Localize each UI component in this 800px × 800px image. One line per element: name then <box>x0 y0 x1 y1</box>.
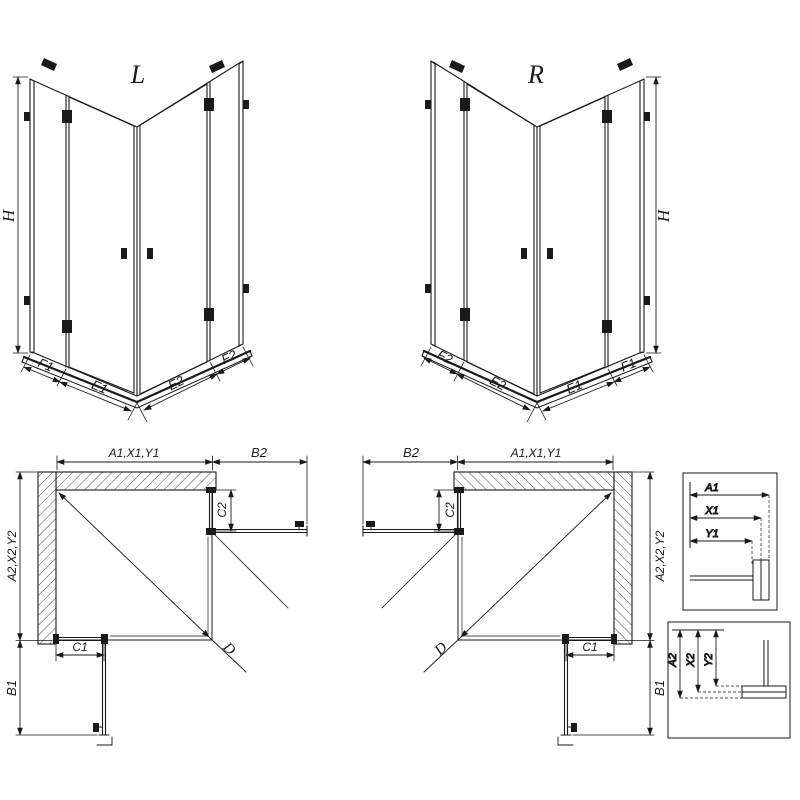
dim-label-c1-left: C1 <box>72 640 87 654</box>
model-label-right: R <box>527 60 544 89</box>
dim-label-c2-right: C2 <box>443 502 457 518</box>
dim-label-f2-right: F2 <box>435 347 456 367</box>
dim-label-e1-right: E1 <box>564 377 584 397</box>
detail-panel-horizontal-adjustment: A1 X1 Y1 <box>682 472 778 611</box>
dim-label-e2-right: E2 <box>488 373 510 394</box>
dim-label-d-left: D <box>219 639 239 659</box>
perspective-view-right: R H F2 E2 E1 F1 <box>421 58 673 422</box>
dim-label-e2-left: E2 <box>166 372 188 393</box>
detail-label-x1: X1 <box>704 505 718 517</box>
detail-label-y2: Y2 <box>703 653 715 666</box>
dim-label-f1-left: F1 <box>36 355 56 375</box>
plan-view-left: A1,X1,Y1 B2 A2,X2,Y2 B1 C1 C2 D <box>4 445 307 745</box>
detail-label-a1: A1 <box>704 482 718 494</box>
plan-view-right: B2 A1,X1,Y1 A2,X2,Y2 B1 C1 C2 D <box>363 445 667 745</box>
dim-label-a2x2y2-right: A2,X2,Y2 <box>653 530 667 582</box>
dim-label-e1-left: E1 <box>90 377 110 397</box>
detail-panel-vertical-adjustment: A2 X2 Y2 <box>667 621 791 739</box>
detail-label-y1: Y1 <box>705 528 718 540</box>
model-label-left: L <box>130 60 145 89</box>
dim-label-c1-right: C1 <box>582 640 597 654</box>
dim-label-f2-left: F2 <box>219 347 240 367</box>
dim-label-b2-right: B2 <box>403 445 420 460</box>
dim-label-b1-left: B1 <box>4 680 19 696</box>
dim-label-h-right: H <box>654 208 673 223</box>
perspective-view-left: L H F1 E1 E2 F2 <box>0 58 253 422</box>
dim-label-a2x2y2-left: A2,X2,Y2 <box>5 530 19 582</box>
dim-label-f1-right: F1 <box>618 355 638 375</box>
dim-label-d-right: D <box>431 639 451 659</box>
dim-label-h-left: H <box>0 208 18 223</box>
dim-label-c2-left: C2 <box>215 502 229 518</box>
detail-label-x2: X2 <box>685 653 697 667</box>
dim-label-a1x1y1-left: A1,X1,Y1 <box>108 446 160 460</box>
dim-label-b1-right: B1 <box>652 680 667 696</box>
detail-label-a2: A2 <box>667 653 679 667</box>
dim-label-b2-left: B2 <box>251 445 268 460</box>
dim-label-a1x1y1-right: A1,X1,Y1 <box>510 446 562 460</box>
